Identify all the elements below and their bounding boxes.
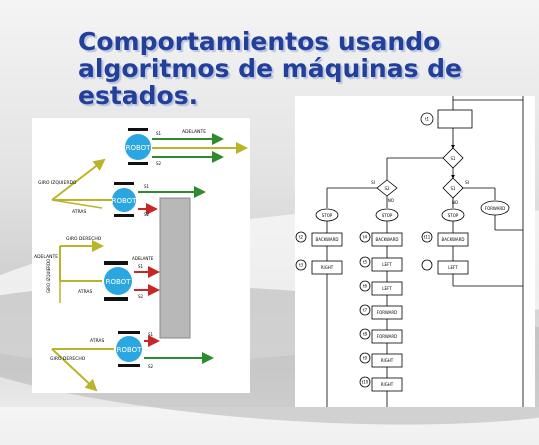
title-line: estados.	[78, 81, 199, 110]
robot-behavior-diagram: ROBOT ADELANTE S1 S2 ROBOT GIRO IZQUIERD…	[32, 118, 250, 393]
svg-text:SI: SI	[465, 180, 469, 185]
robot-label: ROBOT	[126, 144, 152, 152]
svg-text:BACKWARD: BACKWARD	[375, 237, 398, 242]
svg-text:ROBOT: ROBOT	[117, 346, 143, 354]
svg-text:GIRO IZQUIERDO: GIRO IZQUIERDO	[38, 180, 77, 186]
robot-2: ROBOT GIRO IZQUIERDO ATRAS S1 S2	[38, 158, 206, 217]
svg-text:t7: t7	[363, 308, 368, 313]
svg-text:ADELANTE: ADELANTE	[34, 254, 58, 260]
svg-text:S1: S1	[148, 332, 154, 337]
svg-text:S2: S2	[144, 212, 150, 217]
robot-1: ROBOT ADELANTE S1 S2	[125, 128, 248, 166]
slide-title: Comportamientos usando algoritmos de máq…	[78, 28, 498, 109]
svg-text:RIGHT: RIGHT	[381, 358, 394, 363]
svg-text:GIRO DERECHO: GIRO DERECHO	[50, 356, 86, 362]
obstacle-wall	[159, 197, 191, 339]
svg-text:t4: t4	[363, 235, 368, 240]
title-line: Comportamientos usando	[78, 27, 441, 56]
svg-text:S1: S1	[156, 131, 162, 136]
svg-text:ADELANTE: ADELANTE	[132, 256, 154, 261]
decision-label: S1	[450, 186, 456, 191]
svg-text:S2: S2	[148, 364, 154, 369]
state-stop: STOP	[322, 213, 333, 218]
svg-text:LEFT: LEFT	[382, 262, 392, 267]
svg-text:ROBOT: ROBOT	[112, 197, 138, 205]
svg-text:S1: S1	[144, 184, 150, 189]
svg-text:BACKWARD: BACKWARD	[315, 237, 338, 242]
svg-text:t10: t10	[362, 380, 369, 385]
svg-text:t2: t2	[299, 235, 304, 240]
svg-text:S2: S2	[138, 294, 144, 299]
svg-text:ATRAS: ATRAS	[72, 209, 87, 215]
state-machine-flowchart: S1 S1 S2 FORWARD STOP STOP STOP BACKWARD…	[295, 96, 535, 407]
svg-text:LEFT: LEFT	[382, 286, 392, 291]
robot-4: ROBOT ATRAS GIRO DERECHO S1 S2	[50, 331, 214, 392]
svg-text:NO: NO	[452, 200, 458, 205]
svg-text:t1: t1	[425, 117, 430, 122]
svg-text:t3: t3	[299, 263, 304, 268]
label-adelante: ADELANTE	[182, 129, 206, 135]
robot-diagram-svg: ROBOT ADELANTE S1 S2 ROBOT GIRO IZQUIERD…	[34, 128, 248, 392]
title-line: algoritmos de máquinas de	[78, 54, 463, 83]
svg-text:t8: t8	[363, 332, 368, 337]
svg-text:FORWARD: FORWARD	[377, 334, 397, 339]
svg-text:t6: t6	[363, 284, 368, 289]
svg-text:t11: t11	[424, 235, 431, 240]
svg-text:ROBOT: ROBOT	[106, 278, 132, 286]
svg-text:SI: SI	[371, 180, 375, 185]
svg-text:FORWARD: FORWARD	[377, 310, 397, 315]
state-stop: STOP	[382, 213, 393, 218]
state-forward: FORWARD	[485, 206, 505, 211]
svg-text:t5: t5	[363, 260, 368, 265]
svg-text:t9: t9	[363, 356, 368, 361]
svg-text:S1: S1	[138, 264, 144, 269]
svg-text:RIGHT: RIGHT	[381, 382, 394, 387]
svg-text:NO: NO	[388, 198, 394, 203]
decision-label: S2	[384, 186, 390, 191]
decision-label: S1	[450, 156, 456, 161]
state-stop: STOP	[448, 213, 459, 218]
svg-text:ATRAS: ATRAS	[90, 338, 105, 344]
svg-text:RIGHT: RIGHT	[321, 265, 334, 270]
flowchart-svg: S1 S1 S2 FORWARD STOP STOP STOP BACKWARD…	[295, 96, 524, 407]
svg-text:GIRO IZQUIERDO: GIRO IZQUIERDO	[46, 259, 51, 293]
robot-3: ROBOT GIRO DERECHO ADELANTE GIRO IZQUIER…	[34, 236, 160, 303]
svg-text:BACKWARD: BACKWARD	[441, 237, 464, 242]
svg-text:GIRO DERECHO: GIRO DERECHO	[66, 236, 102, 242]
svg-text:LEFT: LEFT	[448, 265, 458, 270]
svg-text:ATRAS: ATRAS	[78, 289, 93, 295]
svg-text:S2: S2	[156, 161, 162, 166]
